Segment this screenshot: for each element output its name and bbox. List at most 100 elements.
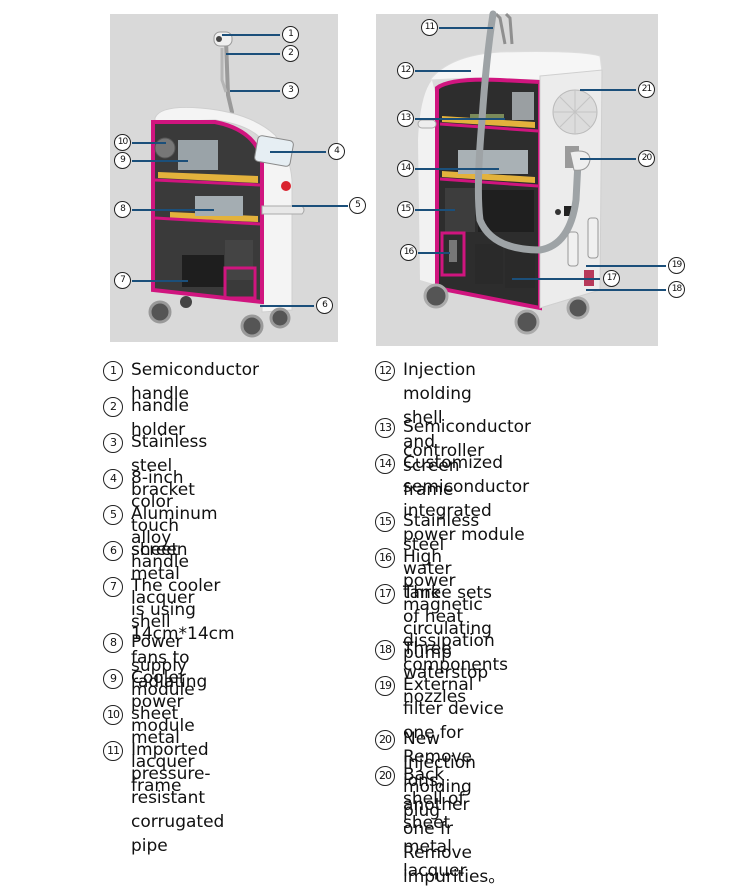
legend-number: 20: [375, 766, 395, 786]
legend-item-5: 5 Aluminum alloy handle: [103, 502, 218, 574]
legend-text: sheet metal lacquer frame: [131, 704, 195, 796]
legend-item-14: 14 Customized semiconductor integrated p…: [375, 451, 529, 547]
callout-8: 8: [114, 201, 131, 218]
legend-text: Stainless steel bracket: [131, 432, 208, 500]
aluminum-handle: [261, 205, 305, 215]
callout-10: 10: [114, 134, 131, 151]
power-supply-module: [195, 196, 243, 216]
pump-frame: [440, 231, 466, 277]
legend-item-15: 15 Stainless steel water tank: [375, 509, 479, 605]
leader-line-21: [580, 89, 636, 91]
legend-number: 19: [375, 676, 395, 696]
legend-number: 9: [103, 669, 123, 689]
legend-item-11: 11 Imported pressure-resistant corrugate…: [103, 738, 224, 858]
legend-item-16: 16 High power magnetic circulating pump: [375, 545, 492, 665]
handle-lens: [216, 36, 222, 42]
wheel: [423, 283, 449, 309]
leader-line-19: [586, 265, 666, 267]
callout-6: 6: [316, 297, 333, 314]
leader-line-4: [270, 151, 326, 153]
wheel: [514, 309, 540, 335]
machine-illustrations: [148, 10, 603, 338]
filter-1: [567, 231, 579, 267]
controller-box: [512, 92, 534, 120]
leader-line-16: [418, 252, 450, 254]
wheel: [148, 300, 172, 324]
callout-18: 18: [668, 281, 685, 298]
leader-line-13: [415, 118, 505, 120]
legend-text: Three sets of heat dissipation component…: [403, 583, 509, 675]
legend-text: Stainless steel water tank: [403, 511, 480, 603]
leader-line-7: [132, 280, 188, 282]
legend-number: 15: [375, 512, 395, 532]
legend-item-13: 13 Semiconductor controller: [375, 415, 531, 463]
legend-number: 4: [103, 469, 123, 489]
legend-number: 14: [375, 454, 395, 474]
leader-line-1: [222, 34, 280, 36]
legend-text: High power magnetic circulating pump: [403, 547, 492, 663]
legend-number: 20: [375, 730, 395, 750]
leader-line-3: [230, 90, 280, 92]
legend-text: The cooler is using 14cm*14cm fans to ra…: [131, 576, 235, 692]
legend-text: Semiconductor handle: [131, 360, 260, 404]
front-view-machine: [148, 31, 305, 338]
legend-number: 1: [103, 361, 123, 381]
circulating-pump: [449, 240, 457, 262]
cooler-block: [225, 240, 253, 280]
legend-item-4: 4 8-inch color touch screen: [103, 466, 188, 562]
legend-item-18: 18 Three waterstop nozzles: [375, 637, 488, 709]
hanger: [494, 12, 514, 45]
leader-line-11: [439, 27, 493, 29]
legend-number: 12: [375, 361, 395, 381]
legend-item-6: 6 sheet metal lacquer shell: [103, 538, 195, 634]
handle-holder: [220, 48, 228, 93]
callout-3: 3: [282, 82, 299, 99]
rear-view-machine: [417, 10, 603, 335]
middle-shelf: [170, 212, 258, 222]
leader-line-2: [226, 53, 280, 55]
shell-side: [418, 80, 437, 285]
leader-line-12: [415, 70, 471, 72]
stainless-bracket: [224, 39, 235, 121]
legend-number: 6: [103, 541, 123, 561]
callout-15: 15: [397, 201, 414, 218]
legend-text: Three waterstop nozzles: [403, 639, 489, 707]
legend-item-10: 10 sheet metal lacquer frame: [103, 702, 195, 798]
callout-4: 4: [328, 143, 345, 160]
callout-12: 12: [397, 62, 414, 79]
callout-17: 17: [603, 270, 620, 287]
legend-item-21: 20 Back shell of sheet metal lacquer: [375, 763, 467, 883]
leader-line-6: [260, 305, 314, 307]
leader-line-17: [512, 278, 600, 280]
legend-item-2: 2 handle holder: [103, 394, 189, 442]
legend-number: 2: [103, 397, 123, 417]
legend-number: 8: [103, 633, 123, 653]
callout-9: 9: [114, 152, 131, 169]
legend-text: Customized semiconductor integrated powe…: [403, 453, 530, 545]
fan: [154, 137, 176, 159]
leader-line-8: [132, 209, 214, 211]
callout-19: 19: [668, 257, 685, 274]
leader-line-10: [132, 142, 166, 144]
corrugated-pipe: [474, 10, 582, 254]
callout-14: 14: [397, 160, 414, 177]
legend-number: 7: [103, 577, 123, 597]
semiconductor-controller: [470, 114, 504, 120]
handpiece: [569, 150, 591, 171]
legend-item-1: 1 Semiconductor handle: [103, 358, 259, 406]
legend-text: Semiconductor controller: [403, 417, 532, 461]
emergency-button: [281, 181, 291, 191]
wheel: [566, 296, 590, 320]
leader-line-9: [132, 160, 188, 162]
legend-item-3: 3 Stainless steel bracket: [103, 430, 207, 502]
legend-text: sheet metal lacquer shell: [131, 540, 195, 632]
legend-text: Aluminum alloy handle: [131, 504, 218, 572]
legend-number: 18: [375, 640, 395, 660]
callout-11: 11: [421, 19, 438, 36]
leader-line-5: [292, 205, 348, 207]
leader-line-15: [415, 209, 455, 211]
injection-shell: [428, 51, 603, 81]
legend-number: 5: [103, 505, 123, 525]
legend-item-7: 7 The cooler is using 14cm*14cm fans to …: [103, 574, 235, 694]
integrated-power-module: [458, 150, 528, 174]
